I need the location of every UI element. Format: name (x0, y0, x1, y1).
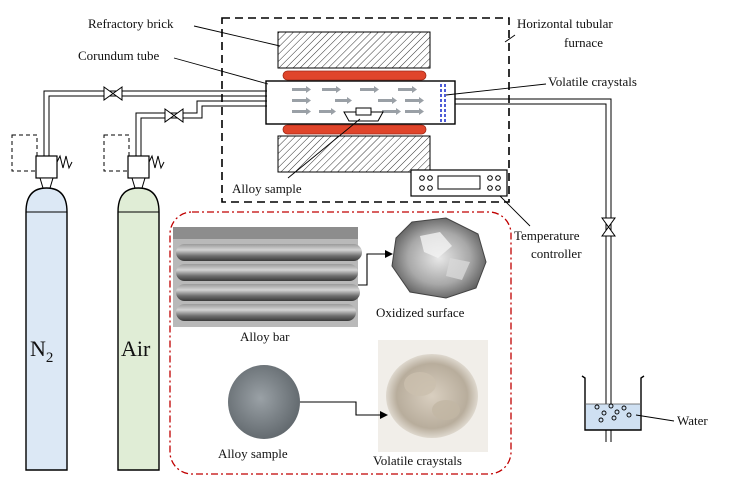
corundum-tube-label: Corundum tube (78, 48, 159, 63)
n2-label: N2 (30, 336, 53, 366)
alloy-sample-photo-label: Alloy sample (218, 446, 288, 461)
leader-lines (173, 25, 675, 422)
alloy-sample-disc-photo (228, 365, 300, 439)
arrow-head-volatile (380, 411, 388, 419)
heater-top (282, 70, 427, 81)
volatile-crystals-photo-label: Volatile craystals (373, 453, 462, 468)
volatile-crystals-zone (440, 84, 446, 122)
refractory-brick-top (277, 31, 431, 69)
furnace-label-line1: Horizontal tubular (517, 16, 613, 31)
heater-bottom (282, 124, 427, 135)
alloy-bar-label: Alloy bar (240, 329, 290, 344)
temperature-controller (410, 169, 508, 197)
valve-n2 (103, 86, 123, 101)
furnace-boundary (221, 17, 510, 203)
arrow-head-oxidized (385, 250, 393, 258)
regulator-n2 (11, 134, 73, 195)
valve-exhaust (601, 217, 616, 237)
volatile-crystals-label: Volatile craystals (548, 74, 637, 89)
gas-pipes (43, 90, 612, 442)
oxidized-surface-label: Oxidized surface (376, 305, 465, 320)
temperature-controller-label-line2: controller (531, 246, 582, 261)
alloy-sample-furnace-label: Alloy sample (232, 181, 302, 196)
water-label: Water (677, 413, 708, 428)
volatile-crystals-photo (378, 340, 488, 452)
refractory-brick-bottom (277, 135, 431, 173)
inset-arrows (300, 253, 385, 416)
alloy-bar-photo (173, 227, 362, 327)
air-cylinder (117, 187, 160, 471)
temperature-controller-label-line1: Temperature (514, 228, 580, 243)
regulator-air (103, 134, 165, 195)
gas-flow-arrows (292, 86, 424, 115)
n2-cylinder (25, 187, 68, 471)
oxidized-surface-photo (391, 217, 487, 299)
air-label: Air (121, 336, 151, 361)
furnace-label-line2: furnace (564, 35, 603, 50)
refractory-brick-label: Refractory brick (88, 16, 174, 31)
water-beaker (581, 375, 645, 431)
valve-air (164, 108, 184, 123)
sample-boat (343, 107, 384, 122)
